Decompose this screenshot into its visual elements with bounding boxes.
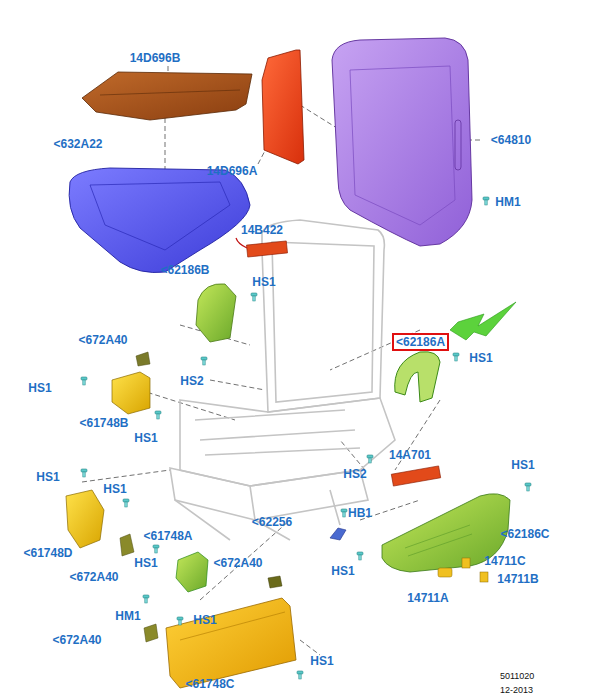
callout-label: HB1 — [348, 507, 372, 519]
callout-label: HS2 — [180, 375, 203, 387]
callout-label: <61748D — [23, 547, 72, 559]
callout-label: <672A40 — [69, 571, 118, 583]
callout-label: HS1 — [28, 382, 51, 394]
callout-label: <62186A — [396, 335, 445, 349]
callout-label: HS1 — [134, 432, 157, 444]
callout-label: HS1 — [134, 557, 157, 569]
callout-label: 14711B — [497, 573, 538, 585]
callout-label: <632A22 — [53, 138, 102, 150]
callout-label: 14711C — [484, 555, 525, 567]
callout-label: HS1 — [469, 352, 492, 364]
callout-label: HS1 — [103, 483, 126, 495]
callout-label: HS1 — [331, 565, 354, 577]
callout-label: HS1 — [511, 459, 534, 471]
callout-label: <64810 — [491, 134, 531, 146]
callout-label: <62186C — [500, 528, 549, 540]
callout-label: 14B422 — [241, 224, 283, 236]
callout-label: <62186B — [160, 264, 209, 276]
callout-label: <61748C — [185, 678, 234, 690]
callout-label: <672A40 — [52, 634, 101, 646]
callout-label: 14D696B — [130, 52, 181, 64]
callout-label: HM1 — [115, 610, 140, 622]
callout-label: <62256 — [252, 516, 292, 528]
callout-label: HS1 — [36, 471, 59, 483]
highlighted-callout: <62186A — [392, 333, 449, 351]
callout-label: HS1 — [193, 614, 216, 626]
drawing-number: 5011020 — [500, 672, 534, 681]
callout-label: <61748B — [79, 417, 128, 429]
callout-label: 14D696A — [207, 165, 258, 177]
drawing-number: 12-2013 — [500, 686, 533, 695]
callout-label: <672A40 — [78, 334, 127, 346]
callout-label: HS1 — [310, 655, 333, 667]
callout-label: 14A701 — [389, 449, 431, 461]
callout-label: <61748A — [143, 530, 192, 542]
callout-label: HS2 — [343, 468, 366, 480]
callout-label: HS1 — [252, 276, 275, 288]
callout-label: HM1 — [495, 196, 520, 208]
callout-label: <672A40 — [213, 557, 262, 569]
callout-label: 14711A — [407, 592, 448, 604]
